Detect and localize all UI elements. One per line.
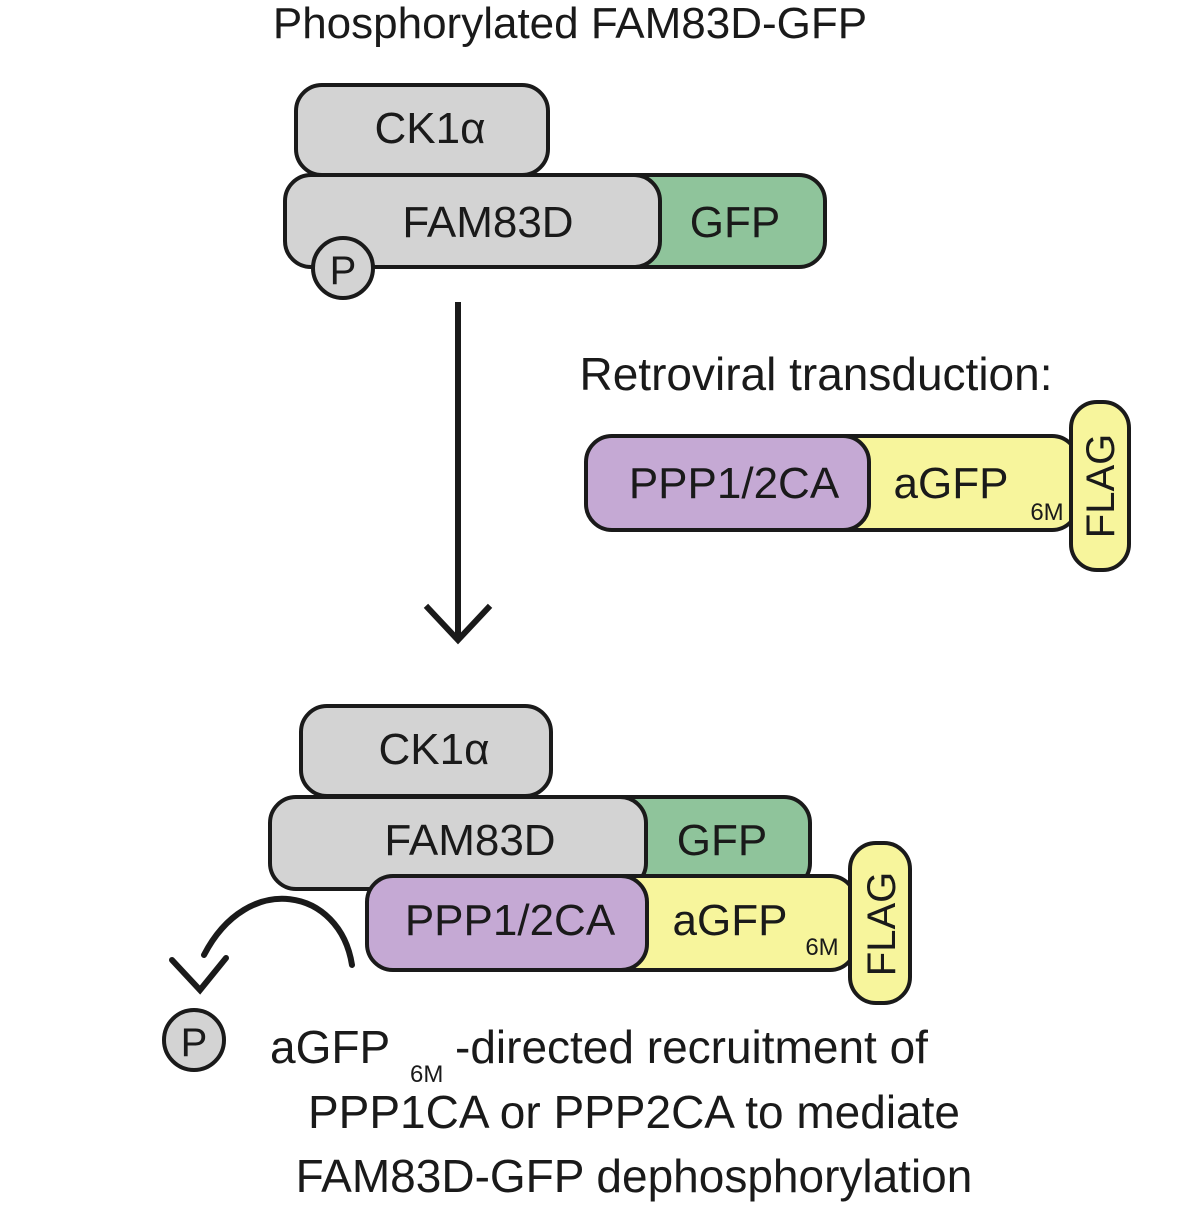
- top-fam83d-box: [283, 173, 662, 269]
- caption-line3: FAM83D-GFP dephosphorylation: [296, 1150, 973, 1202]
- bottom-agfp-label: aGFP: [673, 896, 788, 945]
- top-ck1a-label: CK1α: [374, 104, 485, 153]
- diagram-title: Phosphorylated FAM83D-GFP: [273, 0, 867, 48]
- transduction-label: Retroviral transduction:: [580, 348, 1053, 400]
- bottom-flag-box: [848, 841, 912, 1005]
- caption-line1-a: aGFP: [270, 1021, 390, 1073]
- caption-line2: PPP1CA or PPP2CA to mediate: [308, 1086, 960, 1138]
- construct-ppp-label: PPP1/2CA: [629, 459, 840, 508]
- bottom-gfp-label: GFP: [677, 816, 767, 865]
- top-phospho-circle: [311, 236, 375, 300]
- construct-ppp-box: [584, 434, 871, 532]
- bottom-ck1a-label: CK1α: [378, 725, 489, 774]
- construct-flag-box: [1069, 400, 1131, 572]
- bottom-ppp-label: PPP1/2CA: [405, 896, 616, 945]
- caption-line1-b: -directed recruitment of: [455, 1021, 928, 1073]
- bottom-ppp-box: [365, 874, 649, 972]
- top-phospho-label: P: [330, 249, 357, 293]
- down-arrow: [423, 302, 493, 645]
- construct: PPP1/2CA aGFP 6M FLAG: [584, 400, 1131, 572]
- bottom-agfp-sub: 6M: [805, 934, 838, 961]
- top-complex: CK1α FAM83D GFP P: [283, 83, 827, 300]
- construct-agfp-sub: 6M: [1030, 499, 1063, 526]
- construct-agfp-label: aGFP: [894, 459, 1009, 508]
- top-gfp-label: GFP: [690, 198, 780, 247]
- bottom-complex: CK1α FAM83D GFP PPP1/2CA aGFP 6M FLAG: [268, 704, 912, 1005]
- bottom-fam83d-label: FAM83D: [384, 816, 555, 865]
- construct-flag-label: FLAG: [1079, 434, 1123, 538]
- released-phospho-circle: [162, 1008, 226, 1072]
- bottom-flag-label: FLAG: [860, 872, 904, 976]
- caption-line1-sub: 6M: [410, 1061, 443, 1088]
- dephosphorylation-arrow: [169, 895, 355, 995]
- caption: aGFP 6M -directed recruitment of PPP1CA …: [270, 1021, 972, 1202]
- released-phospho-label: P: [181, 1021, 208, 1065]
- top-fam83d-label: FAM83D: [402, 198, 573, 247]
